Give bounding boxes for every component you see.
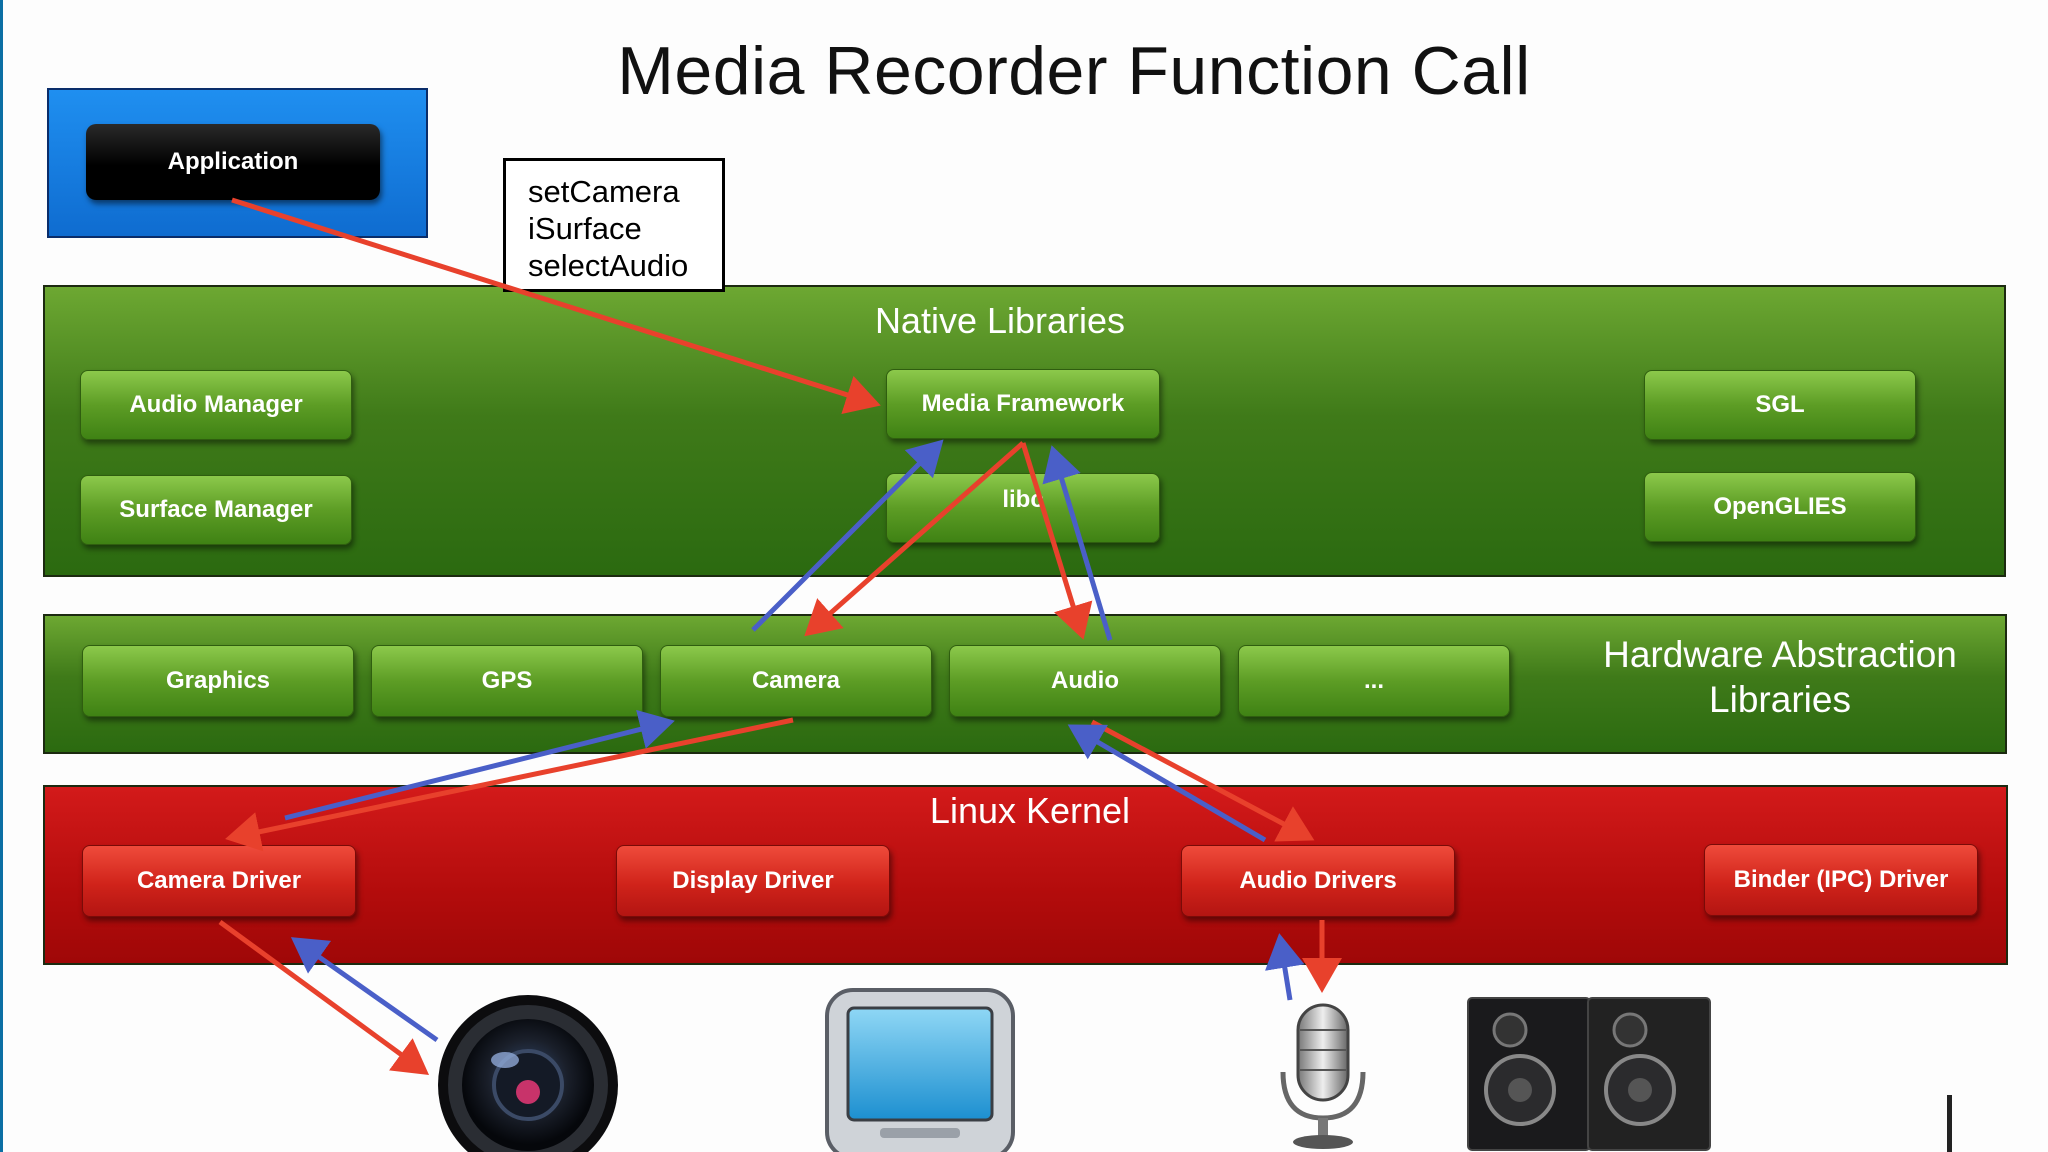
arrow-camera-driver-to-camera-hal [284,709,675,821]
native-libraries-title: Native Libraries [874,300,1126,341]
arrow-media-framework-to-audio-hal [1020,442,1093,640]
speakers-icon [1467,997,1711,1151]
arrow-media-framework-to-camera-hal [804,441,1025,637]
graphics-button[interactable]: Graphics [82,645,354,717]
media-framework-button[interactable]: Media Framework [886,369,1160,439]
linux-kernel-title: Linux Kernel [929,790,1131,831]
camera-driver-button[interactable]: Camera Driver [82,845,356,917]
audio-manager-button[interactable]: Audio Manager [80,370,352,440]
page-title: Media Recorder Function Call [617,33,1531,109]
callout-line-isurface: iSurface [528,211,642,246]
arrow-camera-driver-to-camera [218,919,430,1075]
audio-drivers-button[interactable]: Audio Drivers [1181,845,1455,917]
text-cursor [1947,1095,1952,1152]
left-edge-bar [0,0,3,1152]
microphone-icon [1280,1003,1366,1149]
display-driver-button[interactable]: Display Driver [616,845,890,917]
application-button[interactable]: Application [86,124,380,200]
callout-line-selectaudio: selectAudio [528,248,689,283]
surface-manager-button[interactable]: Surface Manager [80,475,352,545]
more-hal-button[interactable]: ... [1238,645,1510,717]
audio-hal-button[interactable]: Audio [949,645,1221,717]
hardware-abstraction-title-line2: Libraries [1709,679,1851,720]
arrow-camera-hal-to-media-framework [751,439,944,632]
linux-kernel-layer [43,785,2008,965]
libc-button[interactable]: libc [886,473,1160,543]
hardware-abstraction-title: Hardware Abstraction Libraries [1560,632,2000,722]
camera-hal-button[interactable]: Camera [660,645,932,717]
callout-line-setcamera: setCamera [528,174,680,209]
arrow-audio-drivers-to-audio-hal [1067,724,1267,843]
sgl-button[interactable]: SGL [1644,370,1916,440]
arrow-camera-to-camera-driver [290,937,439,1043]
arrow-audio-hal-to-audio-drivers [1090,719,1315,842]
arrow-app-to-media-framework [231,197,881,415]
hardware-abstraction-title-line1: Hardware Abstraction [1603,634,1957,675]
function-call-callout: setCamera iSurface selectAudio [503,158,725,292]
camera-icon [438,995,618,1152]
monitor-icon [825,988,1015,1152]
arrow-audio-hal-to-media-framework [1042,445,1113,641]
arrow-camera-hal-to-camera-driver [225,717,794,852]
openglies-button[interactable]: OpenGLIES [1644,472,1916,542]
gps-button[interactable]: GPS [371,645,643,717]
arrow-microphone-to-audio-drivers [1265,933,1305,1001]
binder-ipc-driver-button[interactable]: Binder (IPC) Driver [1704,844,1978,916]
